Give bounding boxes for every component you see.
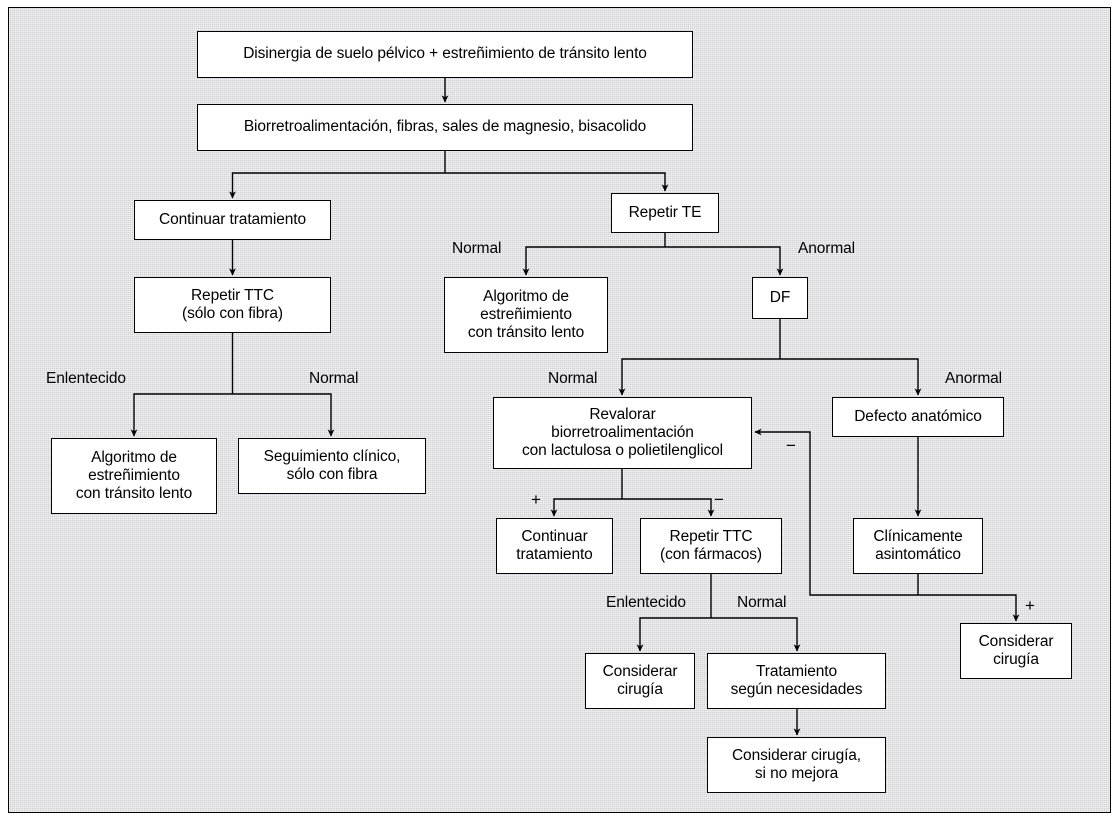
sign-label-minus-repetir: −: [714, 490, 724, 509]
edge-label-normal-df: Normal: [548, 370, 598, 387]
node-algoritmo-transito-1[interactable]: Algoritmo de estreñimiento con tránsito …: [444, 277, 608, 353]
node-continuar-tratamiento-2[interactable]: Continuar tratamiento: [496, 518, 613, 574]
node-tratamiento-necesidades[interactable]: Tratamiento según necesidades: [707, 653, 886, 709]
sign-label-minus-feedback: −: [786, 436, 796, 455]
edge-label-normal-ttc2: Normal: [737, 594, 787, 611]
node-revalorar[interactable]: Revalorar biorretroalimentación con lact…: [493, 397, 752, 469]
node-df[interactable]: DF: [752, 277, 808, 319]
node-considerar-cirugia-1[interactable]: Considerar cirugía: [960, 623, 1072, 679]
node-repetir-ttc-fibra[interactable]: Repetir TTC (sólo con fibra): [134, 277, 331, 333]
edge-label-enlentecido-ttc2: Enlentecido: [606, 594, 686, 611]
node-defecto-anatomico[interactable]: Defecto anatómico: [832, 397, 1004, 437]
edge-label-normal-ttc: Normal: [309, 370, 359, 387]
edge-label-anormal-te: Anormal: [798, 240, 856, 257]
node-continuar-tratamiento[interactable]: Continuar tratamiento: [134, 200, 331, 240]
sign-label-plus-continuar: +: [531, 490, 541, 509]
node-algoritmo-transito-2[interactable]: Algoritmo de estreñimiento con tránsito …: [51, 438, 217, 514]
node-considerar-cirugia-si-no-mejora[interactable]: Considerar cirugía, si no mejora: [707, 737, 886, 793]
edge-label-enlentecido-ttc: Enlentecido: [46, 370, 126, 387]
edge-label-normal-te: Normal: [452, 240, 502, 257]
node-seguimiento-clinico[interactable]: Seguimiento clínico, sólo con fibra: [238, 438, 426, 494]
node-disinergia[interactable]: Disinergia de suelo pélvico + estreñimie…: [197, 31, 693, 78]
edge-label-anormal-df: Anormal: [945, 370, 1003, 387]
node-repetir-te[interactable]: Repetir TE: [611, 193, 719, 233]
node-repetir-ttc-farmacos[interactable]: Repetir TTC (con fármacos): [640, 518, 782, 574]
node-biorretroalimentacion[interactable]: Biorretroalimentación, fibras, sales de …: [197, 104, 693, 151]
node-clinicamente-asintomatico[interactable]: Clínicamente asintomático: [853, 518, 983, 574]
sign-label-plus-cirugia: +: [1025, 596, 1035, 615]
node-considerar-cirugia-2[interactable]: Considerar cirugía: [585, 653, 695, 709]
